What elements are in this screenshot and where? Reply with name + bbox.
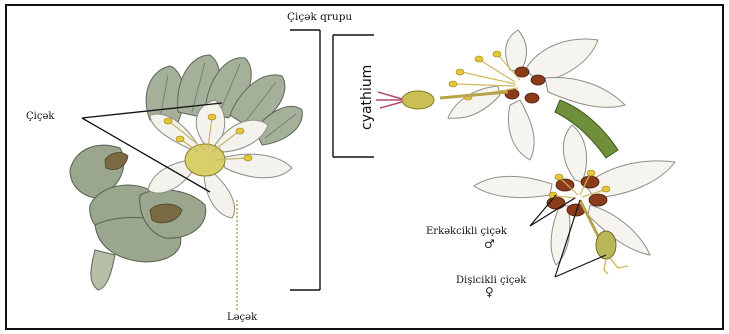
flower-label: Çiçək [26,112,54,122]
flower-group-bracket [290,30,320,290]
flower-group-label: Çiçək qrupu [287,12,352,23]
male-symbol-icon: ♂ [484,238,495,250]
cyathium-label: cyathium [360,65,374,130]
male-flower-label: Erkəkcikli çiçək [426,227,507,237]
petal-label: Ləçək [227,313,257,323]
female-symbol-icon: ♀ [485,286,494,298]
cyathium-label-box: cyathium [326,58,386,128]
cyathium-bottom-illustration [474,125,675,274]
flower-cluster-illustration [70,55,302,290]
cyathium-top-illustration [376,30,625,160]
